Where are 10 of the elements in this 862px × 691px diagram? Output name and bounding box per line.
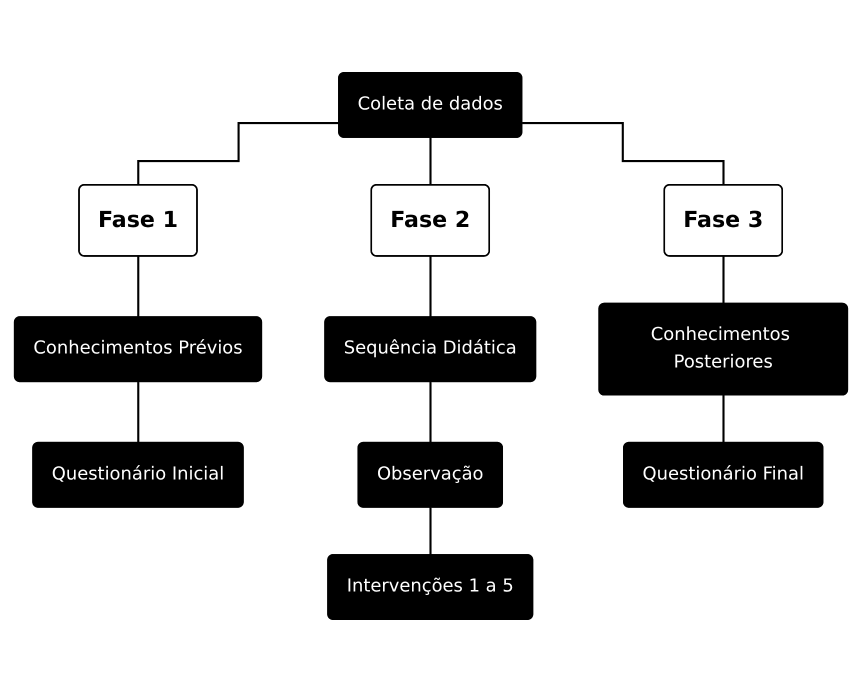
connector xyxy=(429,380,432,444)
connector xyxy=(429,506,432,556)
connector xyxy=(137,254,140,318)
connector xyxy=(429,136,432,186)
connector xyxy=(429,254,432,318)
connector xyxy=(137,380,140,444)
connector xyxy=(722,254,725,304)
connector xyxy=(522,121,725,186)
connector xyxy=(722,394,725,444)
connector xyxy=(137,122,340,186)
